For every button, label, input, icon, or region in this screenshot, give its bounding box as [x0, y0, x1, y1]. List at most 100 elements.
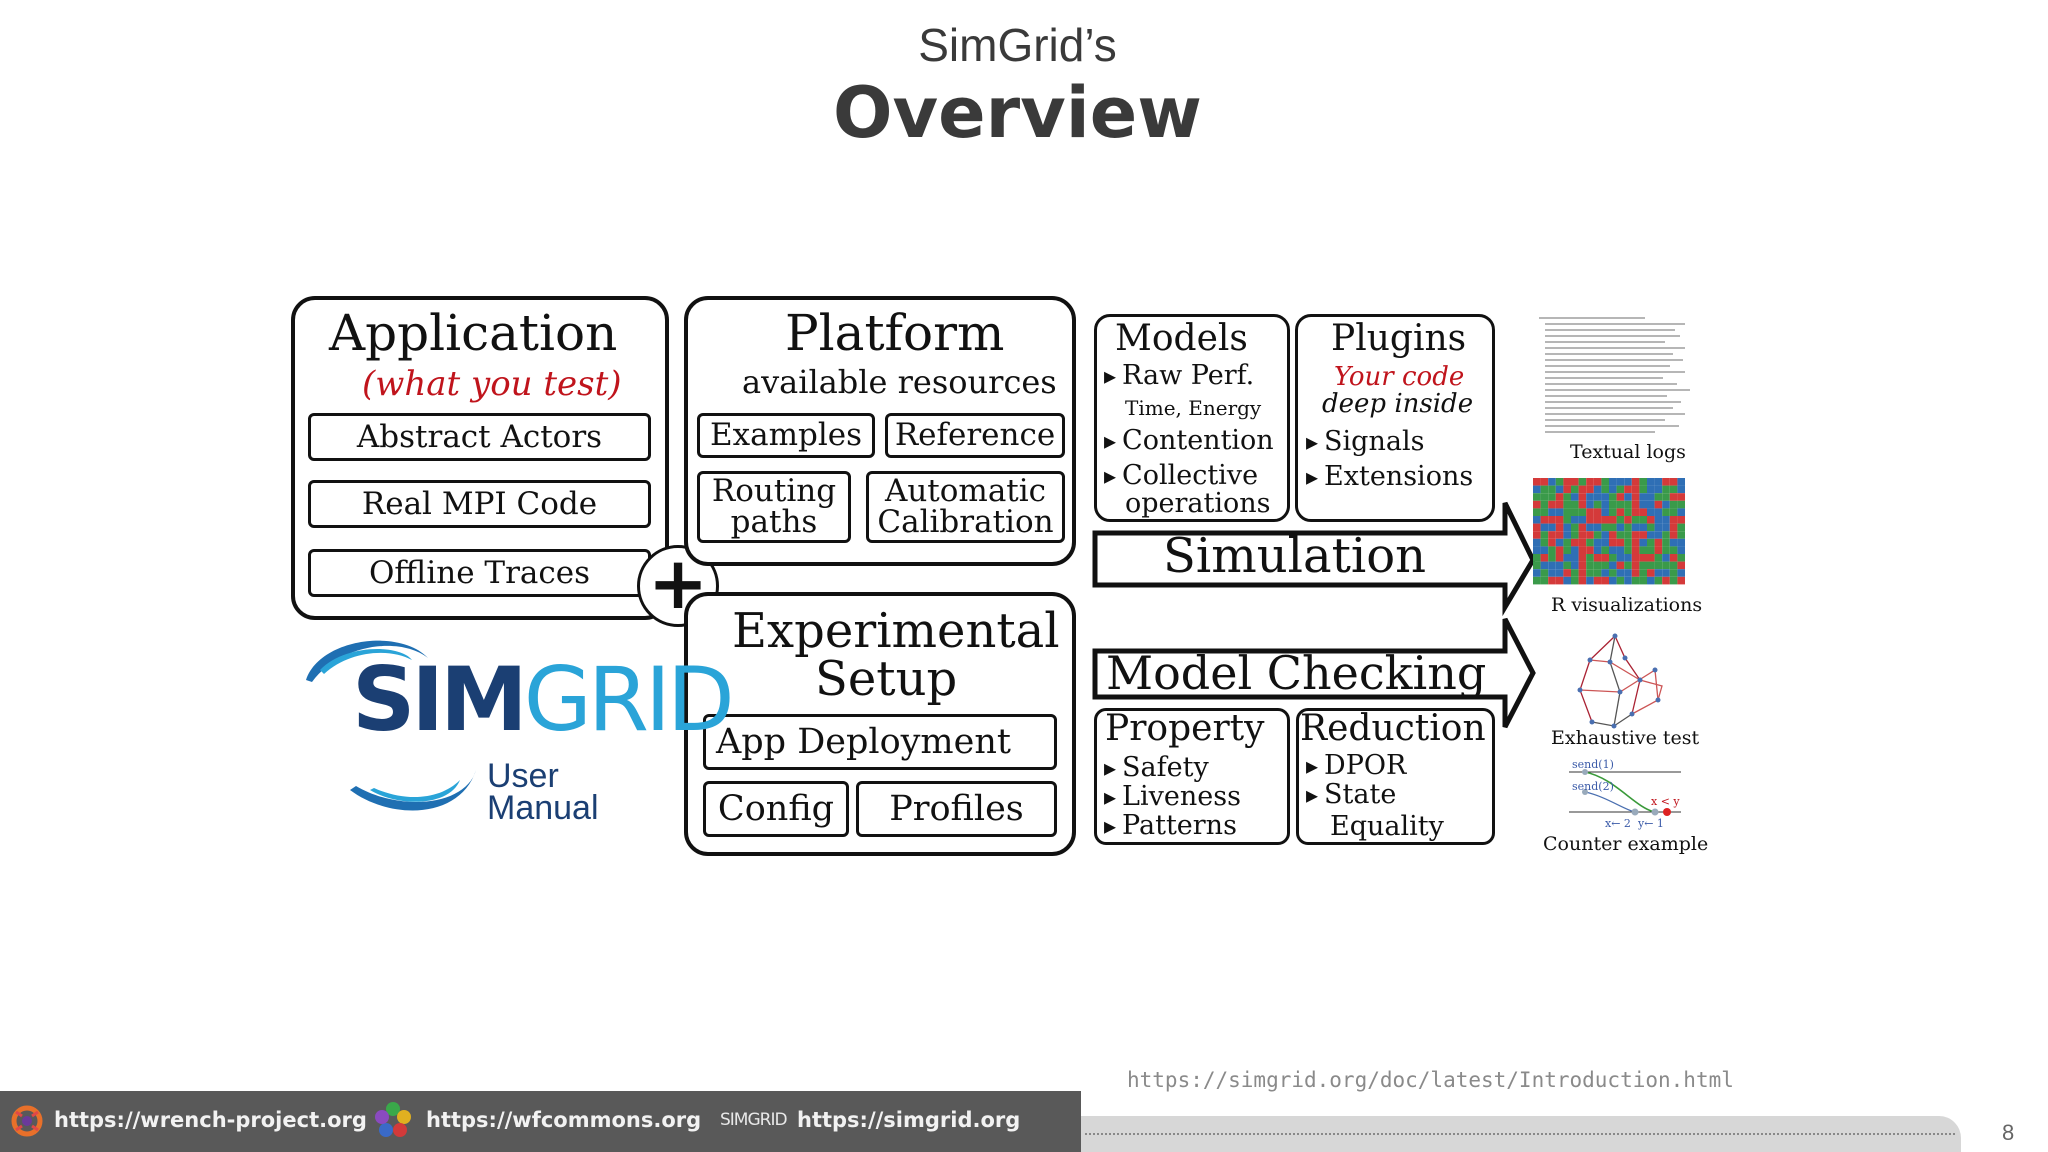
heatmap-cell	[1555, 493, 1564, 501]
heatmap-cell	[1677, 576, 1685, 585]
wrench-logo-icon	[11, 1105, 43, 1137]
heatmap-cell	[1677, 478, 1685, 486]
heatmap-cell	[1540, 576, 1549, 585]
heatmap-cell	[1563, 485, 1571, 494]
heatmap-cell	[1647, 576, 1655, 585]
heatmap-cell	[1578, 485, 1587, 494]
heatmap-cell	[1586, 493, 1594, 501]
logo-swoosh-bottom-inner	[370, 780, 460, 802]
footer-bar	[0, 1091, 1081, 1152]
config-box: Config	[703, 781, 849, 837]
models-collective: Collective	[1104, 460, 1258, 491]
heatmap-cell	[1647, 500, 1655, 509]
heatmap-cell	[1586, 508, 1594, 516]
heatmap-cell	[1616, 561, 1625, 570]
heatmap-cell	[1662, 500, 1670, 509]
heatmap-cell	[1616, 531, 1625, 539]
heatmap-cell	[1555, 569, 1564, 577]
counter-x-lt-y: x < y	[1651, 795, 1680, 808]
model-checking-arrow	[1092, 617, 1536, 729]
heatmap-cell	[1601, 485, 1609, 494]
heatmap-cell	[1540, 538, 1549, 547]
textual-logs-thumbnail	[1539, 317, 1690, 433]
heatmap-cell	[1662, 485, 1670, 494]
heatmap-cell	[1540, 493, 1549, 501]
heatmap-cell	[1586, 561, 1594, 570]
experimental-title-line1: Experimental	[732, 603, 1060, 659]
heatmap-cell	[1654, 485, 1663, 494]
heatmap-cell	[1654, 523, 1663, 532]
heatmap-cell	[1533, 576, 1541, 585]
wfcommons-logo-icon	[375, 1102, 411, 1137]
heatmap-cell	[1616, 538, 1625, 547]
heatmap-cell	[1540, 485, 1549, 494]
models-operations: operations	[1125, 488, 1271, 519]
logo-caption-user: User	[487, 757, 559, 795]
heatmap-cell	[1601, 516, 1609, 524]
heatmap-cell	[1616, 500, 1625, 509]
footer-dotted-line	[1085, 1133, 1955, 1135]
heatmap-cell	[1631, 478, 1640, 486]
heatmap-cell	[1609, 546, 1617, 554]
heatmap-cell	[1647, 561, 1655, 570]
heatmap-cell	[1624, 516, 1632, 524]
model-checking-label: Model Checking	[1106, 646, 1487, 700]
simgrid-logo-icon: SIMGRID	[720, 1110, 788, 1130]
heatmap-cell	[1677, 546, 1685, 554]
heatmap-cell	[1616, 569, 1625, 577]
heatmap-cell	[1533, 478, 1541, 486]
plugins-signals: Signals	[1306, 426, 1424, 457]
heatmap-cell	[1647, 508, 1655, 516]
heatmap-cell	[1586, 546, 1594, 554]
simgrid-link[interactable]: https://simgrid.org	[797, 1108, 1021, 1132]
heatmap-cell	[1677, 538, 1685, 547]
logo-swoosh-top-inner	[320, 649, 412, 674]
documentation-url[interactable]: https://simgrid.org/doc/latest/Introduct…	[1127, 1068, 1734, 1092]
heatmap-cell	[1616, 554, 1625, 562]
heatmap-cell	[1647, 478, 1655, 486]
heatmap-cell	[1601, 561, 1609, 570]
heatmap-cell	[1616, 523, 1625, 532]
heatmap-cell	[1548, 538, 1556, 547]
heatmap-cell	[1571, 569, 1579, 577]
wrench-project-link[interactable]: https://wrench-project.org	[54, 1108, 367, 1132]
heatmap-cell	[1677, 516, 1685, 524]
heatmap-cell	[1662, 508, 1670, 516]
real-mpi-code-box: Real MPI Code	[308, 480, 651, 528]
wfcommons-link[interactable]: https://wfcommons.org	[426, 1108, 702, 1132]
heatmap-cell	[1540, 478, 1549, 486]
heatmap-cell	[1631, 485, 1640, 494]
reference-box: Reference	[885, 413, 1065, 458]
heatmap-cell	[1540, 500, 1549, 509]
heatmap-cell	[1571, 485, 1579, 494]
heatmap-cell	[1548, 523, 1556, 532]
exhaustive-test-thumbnail	[1577, 633, 1663, 729]
property-patterns: Patterns	[1104, 810, 1237, 841]
heatmap-cell	[1647, 493, 1655, 501]
simulation-arrow	[1092, 501, 1536, 617]
heatmap-cell	[1563, 554, 1571, 562]
heatmap-cell	[1677, 500, 1685, 509]
heatmap-cell	[1609, 554, 1617, 562]
heatmap-cell	[1631, 516, 1640, 524]
heatmap-cell	[1669, 554, 1678, 562]
heatmap-cell	[1669, 538, 1678, 547]
heatmap-cell	[1624, 546, 1632, 554]
routing-line1: Routing	[711, 473, 837, 509]
heatmap-cell	[1571, 508, 1579, 516]
heatmap-cell	[1533, 546, 1541, 554]
heatmap-cell	[1601, 546, 1609, 554]
examples-box: Examples	[697, 413, 875, 458]
models-raw-perf: Raw Perf.	[1104, 360, 1254, 391]
heatmap-cell	[1609, 531, 1617, 539]
heatmap-cell	[1639, 531, 1647, 539]
heatmap-cell	[1677, 493, 1685, 501]
heatmap-cell	[1586, 485, 1594, 494]
abstract-actors-box: Abstract Actors	[308, 413, 651, 461]
r-visualizations-caption: R visualizations	[1551, 594, 1703, 616]
heatmap-cell	[1571, 478, 1579, 486]
heatmap-cell	[1616, 576, 1625, 585]
heatmap-cell	[1571, 516, 1579, 524]
heatmap-cell	[1563, 516, 1571, 524]
heatmap-cell	[1616, 508, 1625, 516]
